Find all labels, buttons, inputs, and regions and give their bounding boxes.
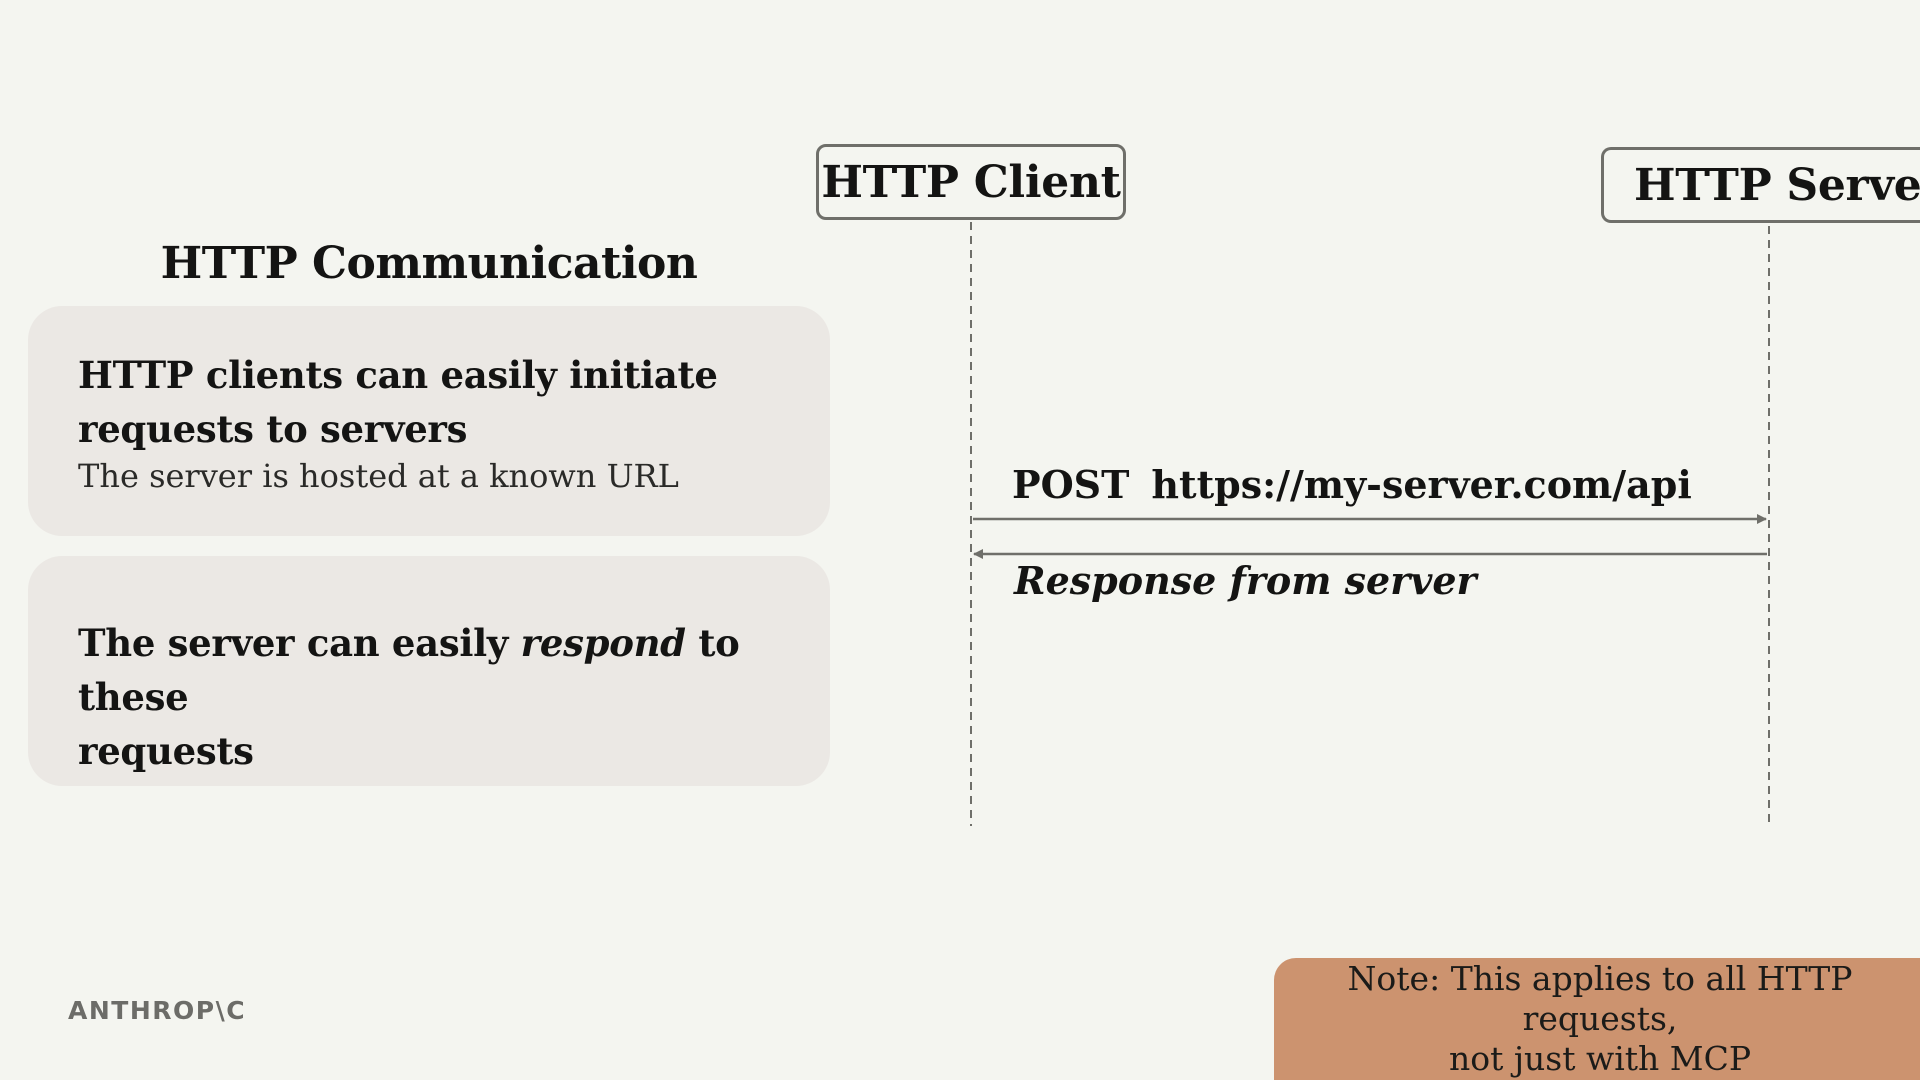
card-heading-post: to these (78, 621, 740, 719)
note-text: Note: This applies to all HTTP requests,… (1274, 959, 1920, 1079)
request-url: https://my-server.com/api (1151, 462, 1692, 507)
anthropic-logo: ANTHROP\C (68, 996, 247, 1025)
request-method: POST (1012, 462, 1130, 507)
note-line2: not just with MCP (1448, 1039, 1752, 1078)
response-label: Response from server (1014, 558, 1477, 603)
card-heading-line1: HTTP clients can easily initiate (78, 353, 718, 397)
card-heading-pre: The server can easily (78, 621, 521, 665)
card-heading: The server can easily respond to these r… (78, 616, 780, 778)
card-heading-emphasis: respond (520, 621, 686, 665)
section-title: HTTP Communication (160, 238, 698, 289)
card-heading: HTTP clients can easily initiate request… (78, 348, 780, 456)
card-subtext: The server is hosted at a known URL (78, 457, 679, 495)
client-initiates-card: HTTP clients can easily initiate request… (28, 306, 830, 536)
http-client-actor: HTTP Client (816, 144, 1126, 220)
request-label: POST https://my-server.com/api (1012, 462, 1692, 507)
card-heading-line2: requests (78, 729, 254, 773)
note-line1: Note: This applies to all HTTP requests, (1347, 959, 1853, 1038)
http-server-actor: HTTP Server (1601, 147, 1920, 223)
server-responds-card: The server can easily respond to these r… (28, 556, 830, 786)
note-box: Note: This applies to all HTTP requests,… (1274, 958, 1920, 1080)
card-heading-line2: requests to servers (78, 407, 468, 451)
